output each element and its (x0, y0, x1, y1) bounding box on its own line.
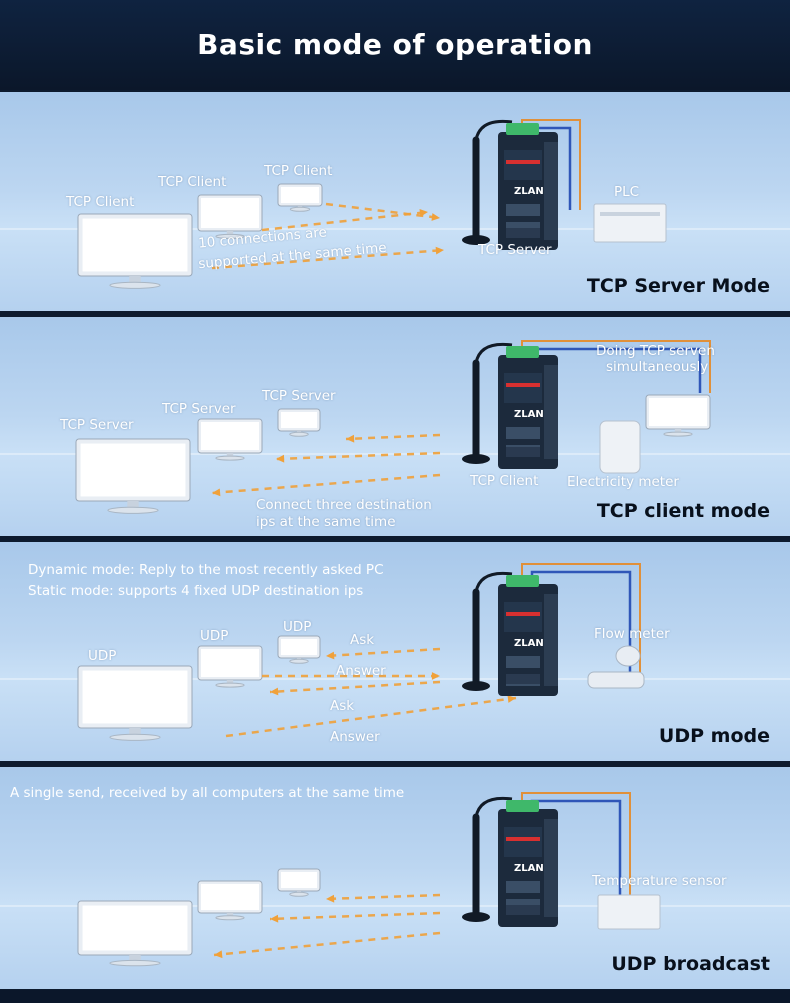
equipment-label: PLC (614, 184, 639, 200)
equipment-label: Flow meter (594, 626, 670, 642)
monitor-small (278, 184, 322, 211)
monitor-small (278, 409, 320, 436)
static-mode-desc: Static mode: supports 4 fixed UDP destin… (28, 583, 363, 599)
monitor-medium (198, 646, 262, 687)
arrow-broadcast-small (326, 895, 440, 903)
dynamic-mode-desc: Dynamic mode: Reply to the most recently… (28, 562, 384, 578)
electricity-meter (600, 421, 640, 473)
host-label-2: UDP (200, 628, 228, 644)
answer-label-2: Answer (330, 729, 380, 745)
arrow-broadcast-medium (270, 913, 440, 923)
panel-udp-broadcast: ZLAN A single send, received by all comp… (0, 767, 790, 989)
monitor-large (78, 901, 192, 966)
client-label-3: TCP Client (264, 163, 332, 179)
svg-text:ZLAN: ZLAN (514, 409, 544, 420)
equipment-label: Temperature sensor (592, 873, 727, 889)
server-label-1: TCP Server (60, 417, 134, 433)
flow-meter-head (616, 646, 640, 666)
page-title: Basic mode of operation (0, 28, 790, 61)
monitor-small (278, 869, 320, 896)
plc-unit (594, 204, 666, 242)
iot-device: ZLAN (462, 573, 558, 696)
bottom-bar (0, 990, 790, 1003)
monitor-large (78, 214, 192, 288)
monitor-remote (646, 395, 710, 436)
arrow-broadcast-large (214, 933, 440, 958)
iot-device: ZLAN (462, 121, 558, 250)
server-label-3: TCP Server (262, 388, 336, 404)
svg-text:ZLAN: ZLAN (514, 638, 544, 649)
header: Basic mode of operation (0, 0, 790, 90)
host-label-1: UDP (88, 648, 116, 664)
client-label-1: TCP Client (66, 194, 134, 210)
mode-title: UDP mode (659, 725, 770, 747)
ask-label-1: Ask (350, 632, 374, 648)
mode-title: TCP Server Mode (587, 275, 770, 297)
monitor-large (78, 666, 192, 740)
svg-text:ZLAN: ZLAN (514, 863, 544, 874)
monitor-medium (198, 419, 262, 460)
host-label-3: UDP (283, 619, 311, 635)
arrow-to-server-small (346, 435, 440, 443)
answer-label-1: Answer (336, 663, 386, 679)
mode-title: UDP broadcast (611, 953, 770, 975)
arrow-to-server-medium (276, 453, 440, 463)
equipment-label: Electricity meter (567, 474, 679, 490)
server-label-2: TCP Server (162, 401, 236, 417)
device-label: TCP Server (478, 242, 552, 258)
extra-note-line1: Doing TCP serven (596, 343, 715, 359)
mode-title: TCP client mode (597, 500, 770, 522)
flow-meter-pipe (588, 672, 644, 688)
monitor-medium (198, 881, 262, 920)
destinations-note-line1: Connect three destination (256, 497, 432, 513)
temperature-sensor (598, 895, 660, 929)
client-label-2: TCP Client (158, 174, 226, 190)
arrow-ask-2 (270, 682, 440, 695)
iot-device: ZLAN (462, 798, 558, 927)
destinations-note-line2: ips at the same time (256, 514, 396, 530)
monitor-small (278, 636, 320, 663)
panel-tcp-server: ZLAN TCP Client TCP Client TCP Client 10… (0, 92, 790, 311)
panel-udp: ZLAN Dynamic mode: Reply to the most rec… (0, 542, 790, 761)
panel-tcp-client: ZLAN TCP Server TCP Server TCP Server Co… (0, 317, 790, 536)
arrow-to-server-large (212, 475, 440, 496)
plc-detail (600, 212, 660, 216)
iot-device: ZLAN (462, 344, 558, 469)
device-label: TCP Client (470, 473, 538, 489)
extra-note-line2: simultaneously (606, 359, 708, 375)
arrow-ask-1 (326, 649, 440, 659)
broadcast-desc: A single send, received by all computers… (10, 785, 404, 801)
monitor-large (76, 439, 190, 513)
ask-label-2: Ask (330, 698, 354, 714)
svg-text:ZLAN: ZLAN (514, 186, 544, 197)
